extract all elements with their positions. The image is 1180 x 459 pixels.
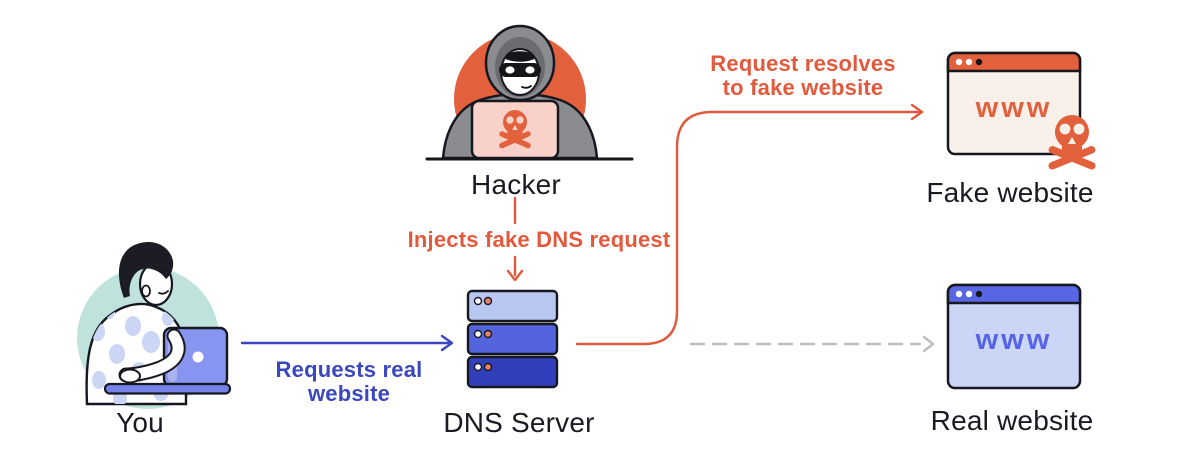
arm <box>118 328 186 384</box>
edge-label-injects-fake: Injects fake DNS request <box>407 227 671 252</box>
browser-dot <box>975 290 983 298</box>
browser-dot <box>955 58 963 66</box>
edge-label-resolves-fake: Request resolves to fake website <box>710 51 896 100</box>
skull-crossbones-icon <box>1048 115 1096 170</box>
dns-server-icon <box>466 289 559 389</box>
arrow-hacker-to-dns <box>506 196 524 282</box>
laptop-icon <box>103 326 232 395</box>
edge-label-requests-real: Requests real website <box>275 357 423 406</box>
hair <box>118 241 174 298</box>
real-www-text: www <box>975 324 1053 356</box>
hacker-illustration <box>425 24 634 161</box>
hacker-label: Hacker <box>471 169 561 200</box>
server-unit-middle <box>466 322 559 356</box>
hand <box>119 368 141 384</box>
browser-dot <box>965 58 973 66</box>
fake-website-label: Fake website <box>926 177 1094 208</box>
arrow-dns-to-real-website <box>689 335 935 353</box>
smile <box>158 290 169 295</box>
mask-eye-left <box>505 66 515 74</box>
hacker-smile <box>521 85 532 89</box>
browser-dot <box>965 290 973 298</box>
mask <box>499 63 541 77</box>
fake-www-text: www <box>975 92 1053 124</box>
fake-website-icon <box>946 51 1096 170</box>
mask-eye-right <box>525 66 535 74</box>
hacker-laptop-icon <box>470 99 560 160</box>
eyebrow <box>158 268 169 272</box>
server-unit-bottom <box>466 355 559 389</box>
you-illustration <box>77 241 232 409</box>
server-unit-top <box>466 289 559 323</box>
browser-window-fake <box>946 51 1082 156</box>
ear <box>141 284 151 298</box>
you-label: You <box>116 407 164 438</box>
hacker-hair <box>504 51 536 62</box>
browser-dot <box>975 58 983 66</box>
arrow-dns-to-fake-website <box>575 103 924 346</box>
browser-window-real <box>946 283 1082 390</box>
skull-icon <box>499 110 531 149</box>
real-website-label: Real website <box>930 405 1094 436</box>
dns-server-label: DNS Server <box>443 407 595 438</box>
arrow-you-to-dns <box>240 334 454 352</box>
real-website-icon <box>946 283 1082 390</box>
browser-dot <box>955 290 963 298</box>
